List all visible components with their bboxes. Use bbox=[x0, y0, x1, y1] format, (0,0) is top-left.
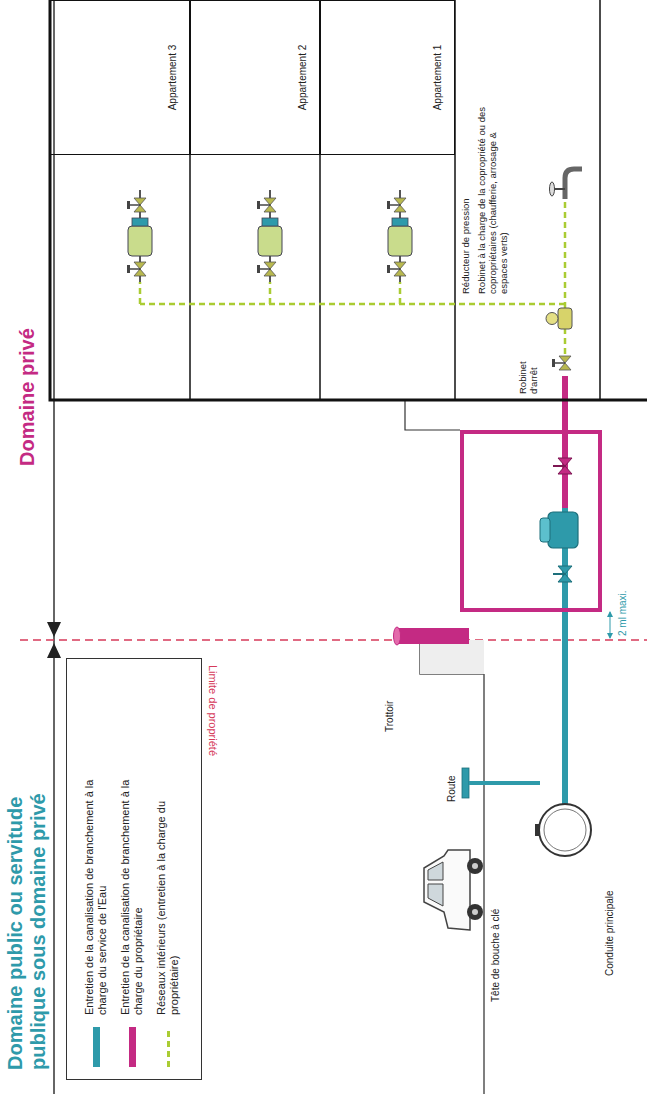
part-label: Robinet d'arrêt bbox=[518, 350, 540, 394]
key-box-head bbox=[462, 768, 469, 798]
apartment-meter bbox=[387, 190, 412, 282]
legend-swatch bbox=[129, 1027, 136, 1067]
legend-text: Entretien de la canalisation de branchem… bbox=[119, 775, 145, 1015]
private-branch-pipe bbox=[562, 376, 568, 508]
key-stem bbox=[469, 781, 540, 785]
stop-valve bbox=[552, 356, 571, 370]
building-walls bbox=[50, 0, 647, 400]
meter-box bbox=[462, 432, 600, 610]
part-label: Conduite principale bbox=[604, 890, 616, 976]
car bbox=[424, 850, 483, 930]
apartment-meter bbox=[257, 190, 282, 282]
pressure-reducer bbox=[546, 308, 572, 329]
domain-heading: Domaine privé bbox=[16, 328, 39, 466]
arrow-head bbox=[47, 622, 61, 637]
part-label: Réducteur de pression bbox=[461, 198, 472, 294]
apartment-name: Appartement 2 bbox=[297, 45, 309, 111]
legend-text: Réseaux intérieurs (entretien à la charg… bbox=[155, 775, 181, 1015]
apartment-cell: Appartement 3 bbox=[50, 0, 190, 155]
legend-text: Entretien de la canalisation de branchem… bbox=[83, 775, 109, 1015]
boundary-post-top bbox=[394, 627, 401, 645]
legend-line-sample bbox=[165, 1027, 172, 1067]
main-pipe bbox=[535, 804, 591, 856]
legend-entry: Entretien de la canalisation de branchem… bbox=[83, 669, 109, 1067]
legend-entry: Entretien de la canalisation de branchem… bbox=[119, 669, 145, 1067]
road-surface bbox=[483, 674, 485, 1094]
apartment-name: Appartement 3 bbox=[167, 45, 179, 111]
domain-separator bbox=[53, 0, 55, 1094]
valve-symbol bbox=[553, 566, 572, 582]
apartment-cell: Appartement 1 bbox=[320, 0, 455, 155]
part-label: Robinet à la charge de la copropriété ou… bbox=[477, 102, 510, 294]
dimension-arrow bbox=[607, 611, 613, 639]
domain-heading: Domaine public ou servitude publique sou… bbox=[4, 725, 50, 1070]
dashed-line-sample bbox=[167, 1027, 170, 1067]
niche-wall bbox=[405, 400, 460, 430]
arrow-head bbox=[47, 643, 61, 658]
dimension-label: 2 ml maxi. bbox=[617, 590, 629, 636]
place-label: Trottoir bbox=[384, 701, 396, 732]
valve-symbol bbox=[553, 458, 572, 474]
boundary-post bbox=[397, 628, 469, 644]
public-branch-pipe bbox=[562, 508, 568, 806]
sidewalk bbox=[420, 640, 484, 674]
water-meter bbox=[540, 512, 578, 548]
property-limit bbox=[20, 639, 647, 641]
apartment-cell: Appartement 2 bbox=[190, 0, 320, 155]
tap bbox=[550, 169, 583, 199]
legend-entry: Réseaux intérieurs (entretien à la charg… bbox=[155, 669, 181, 1067]
apartment-name: Appartement 1 bbox=[432, 45, 444, 111]
part-label: Tête de bouche à clé bbox=[490, 909, 502, 1002]
sidewalk-curb bbox=[420, 640, 484, 674]
legend-swatch bbox=[93, 1027, 100, 1067]
place-label: Route bbox=[446, 775, 458, 802]
legend: Entretien de la canalisation de branchem… bbox=[66, 658, 202, 1080]
limit-label: Limite de propriété bbox=[206, 665, 219, 756]
apartment-meter bbox=[127, 190, 152, 282]
